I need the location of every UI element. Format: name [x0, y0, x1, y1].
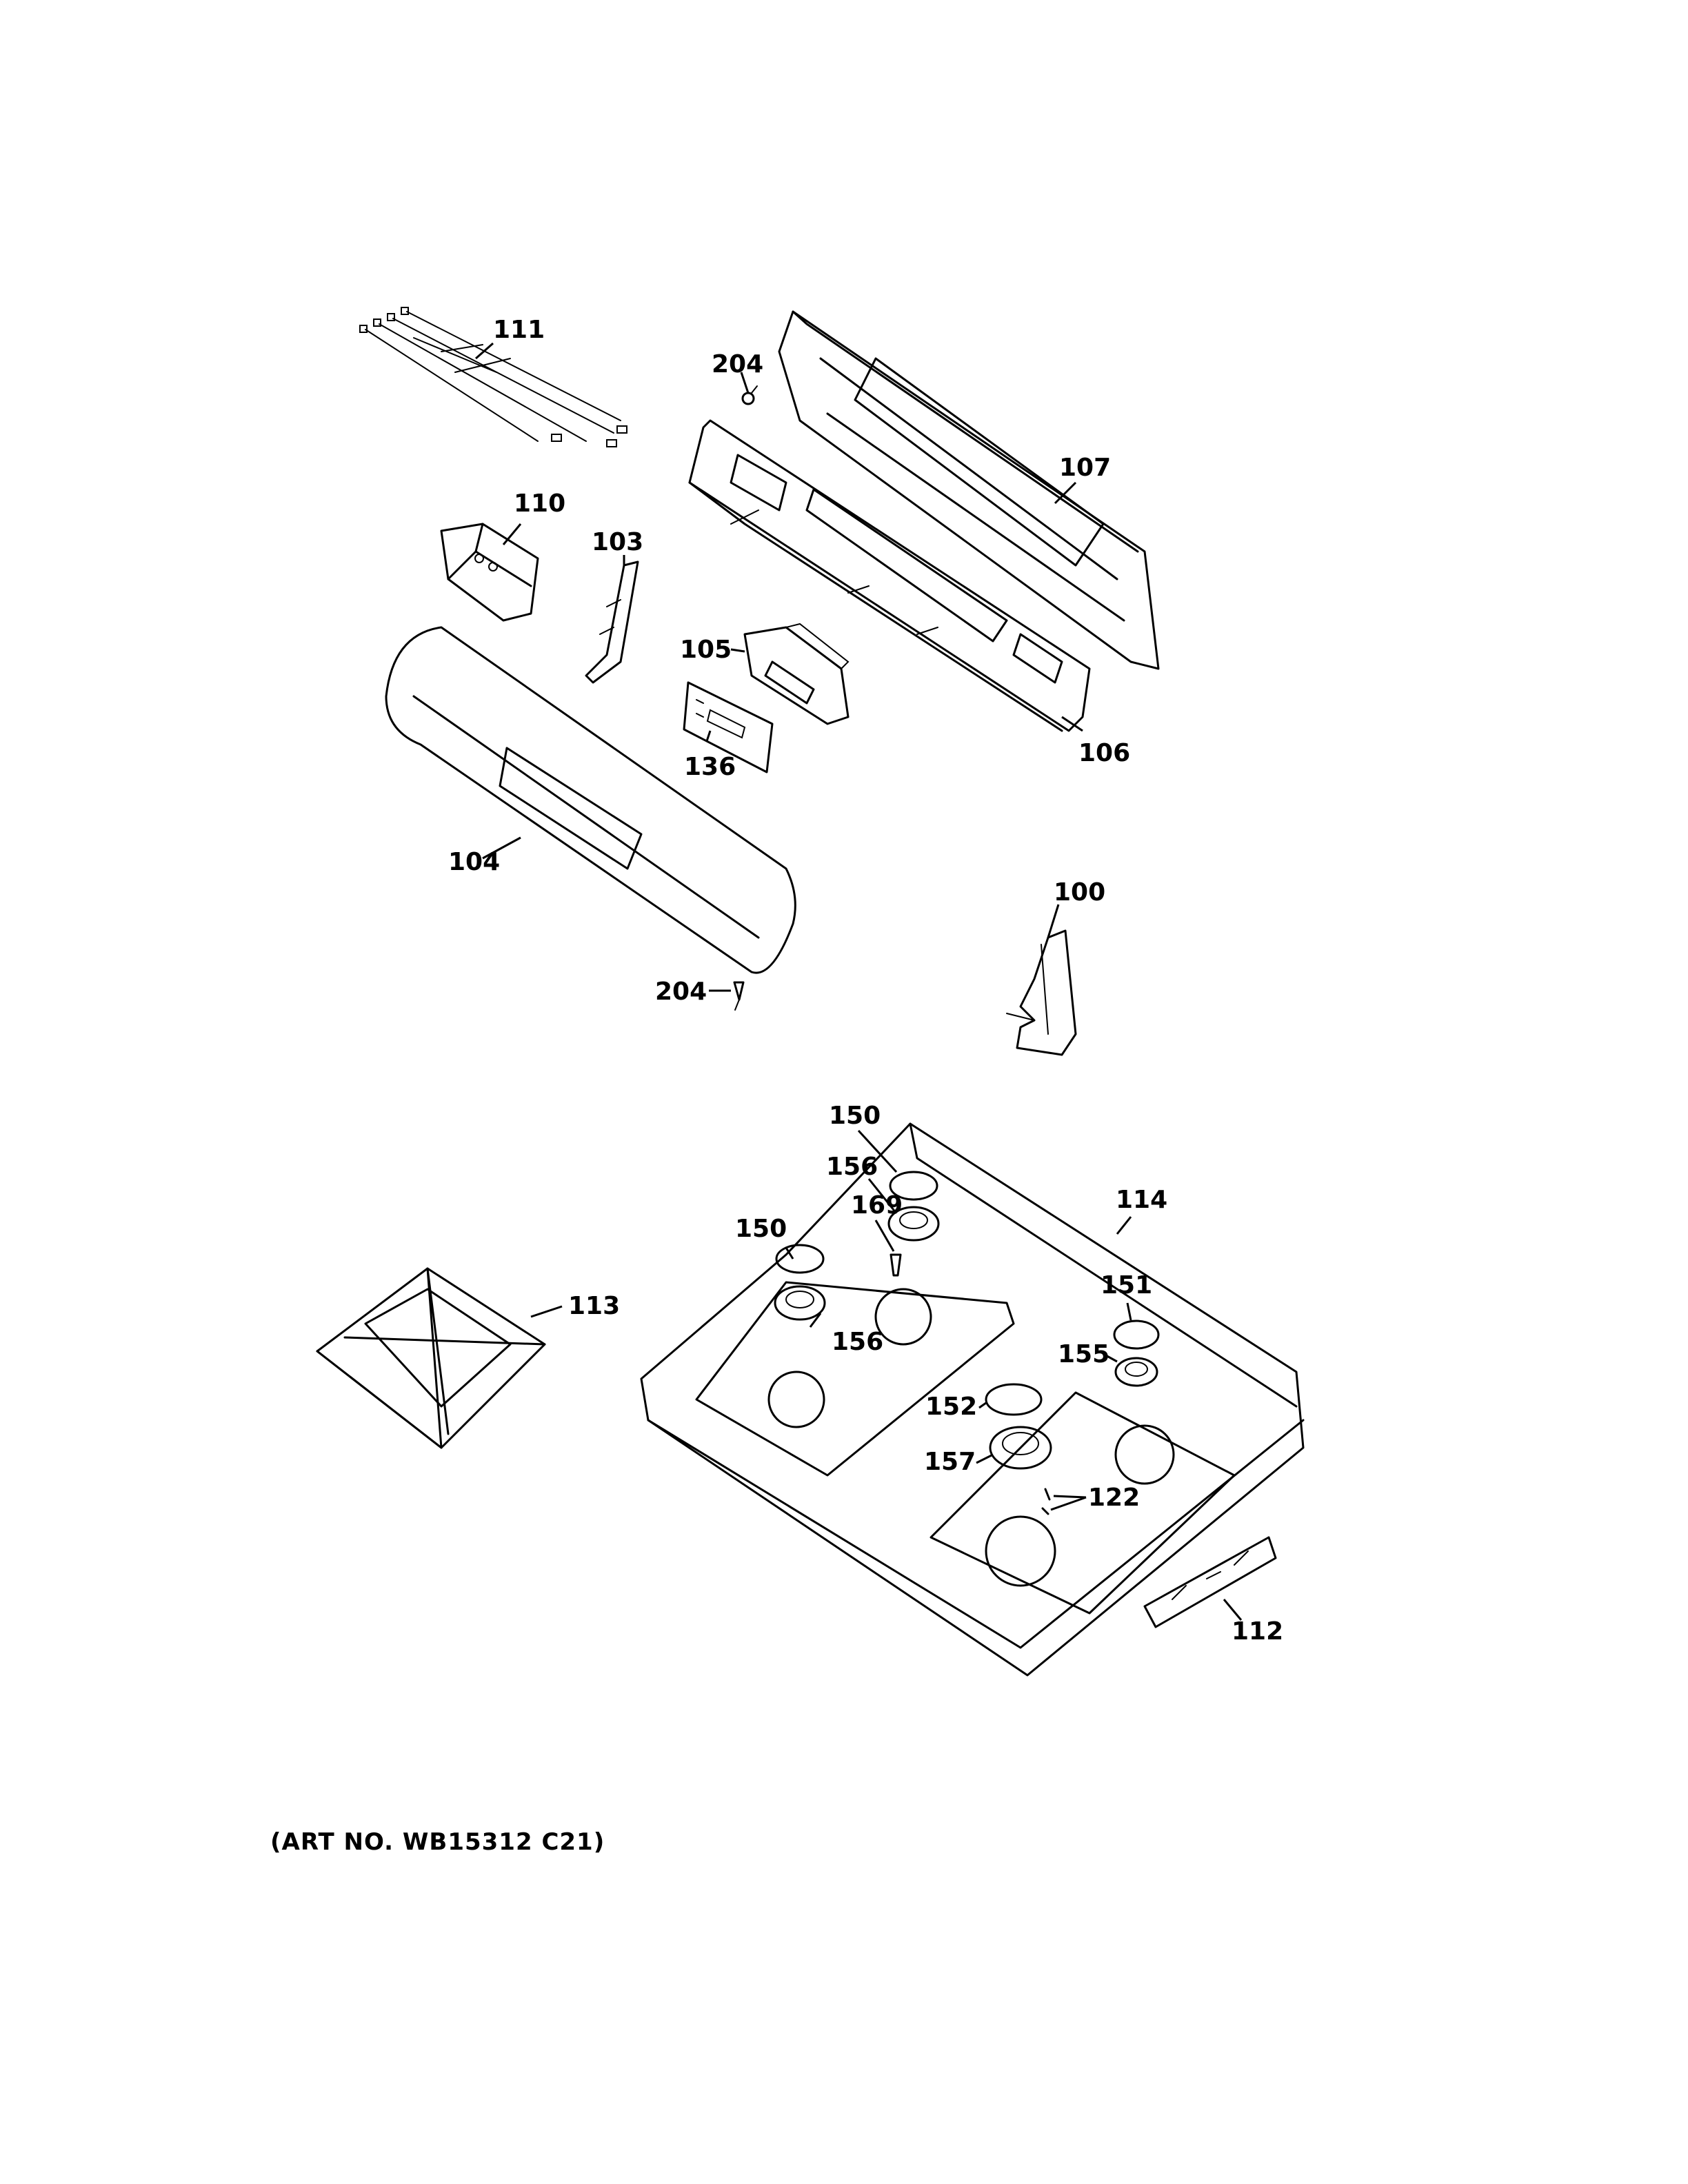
part-157-burner-head-front-right[interactable] — [989, 1426, 1052, 1470]
part-103-bracket[interactable] — [585, 560, 639, 684]
callout-156-rear: 156 — [826, 1153, 878, 1181]
callout-113: 113 — [568, 1292, 620, 1320]
part-105-control-board[interactable] — [743, 623, 850, 725]
part-169-igniter[interactable] — [890, 1253, 902, 1277]
callout-114: 114 — [1116, 1186, 1167, 1214]
part-114-cooktop[interactable] — [640, 1122, 1305, 1677]
callout-110: 110 — [514, 489, 565, 518]
callout-labels: 111 204 107 110 103 105 106 136 104 204 … — [448, 316, 1283, 1646]
part-156-burner-head-rear-left[interactable] — [887, 1206, 940, 1242]
callout-150-rear: 150 — [829, 1102, 881, 1130]
part-104-control-panel[interactable] — [385, 626, 796, 974]
part-112-insulation[interactable] — [1143, 1536, 1277, 1628]
callout-107: 107 — [1059, 454, 1111, 482]
callout-122: 122 — [1088, 1484, 1140, 1512]
callout-150-front: 150 — [735, 1215, 787, 1243]
callout-151: 151 — [1101, 1271, 1152, 1300]
callout-103: 103 — [592, 528, 643, 556]
part-156-burner-head-front-left[interactable] — [774, 1285, 826, 1321]
part-110-terminal-block[interactable] — [440, 523, 539, 622]
part-113-burner-grate[interactable] — [316, 1267, 546, 1449]
callout-136: 136 — [684, 753, 736, 781]
part-100-side-bracket[interactable] — [1006, 929, 1077, 1056]
part-150-burner-cap-rear-left[interactable] — [889, 1171, 938, 1201]
part-204-screw-bottom[interactable] — [733, 981, 745, 1011]
callout-112: 112 — [1232, 1617, 1283, 1646]
callout-204-bottom: 204 — [655, 978, 707, 1006]
callout-169: 169 — [851, 1191, 903, 1220]
art-number: (ART NO. WB15312 C21) — [270, 1828, 605, 1856]
callout-155: 155 — [1058, 1340, 1109, 1368]
callout-106: 106 — [1078, 739, 1130, 767]
callout-105: 105 — [680, 636, 732, 664]
callout-156-front: 156 — [832, 1328, 883, 1356]
part-122-orifice[interactable] — [1041, 1488, 1051, 1515]
leader-lines — [475, 342, 1243, 1621]
callout-104: 104 — [448, 848, 500, 876]
callout-100: 100 — [1054, 878, 1105, 907]
part-204-screw-top[interactable] — [741, 385, 758, 405]
part-136-keypad-overlay[interactable] — [683, 681, 774, 774]
callout-157: 157 — [924, 1448, 976, 1476]
callout-111: 111 — [493, 316, 545, 344]
part-111-wire-harness[interactable] — [359, 307, 627, 447]
part-150-burner-cap-front-left[interactable] — [775, 1244, 825, 1274]
callout-204-top: 204 — [712, 350, 763, 378]
callout-152: 152 — [925, 1393, 977, 1421]
part-107-backsplash-rear[interactable] — [778, 310, 1160, 670]
part-152-burner-cap-front-right[interactable] — [985, 1383, 1043, 1416]
part-106-backsplash-panel[interactable] — [688, 419, 1091, 732]
part-151-burner-cap-rear-right[interactable] — [1113, 1320, 1160, 1350]
part-155-burner-head-rear-right[interactable] — [1114, 1357, 1158, 1387]
